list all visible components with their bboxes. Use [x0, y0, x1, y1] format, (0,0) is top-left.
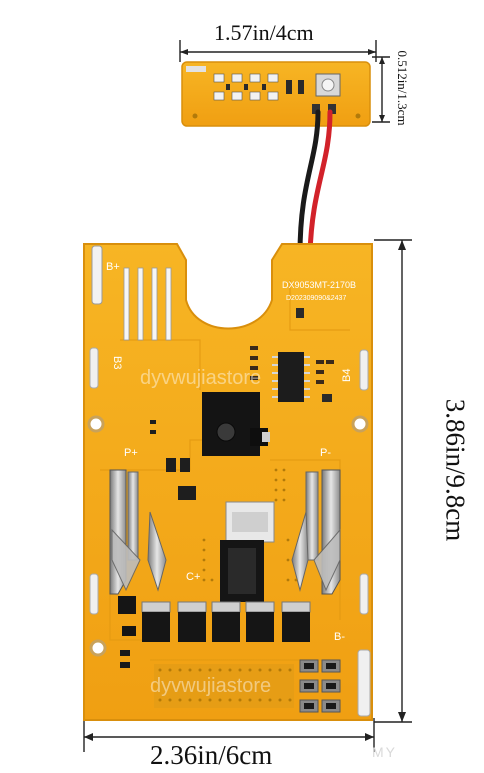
label-b4: B4	[341, 369, 353, 382]
dimension-main-height: 3.86in/9.8cm	[440, 398, 471, 542]
bottom-component-block	[120, 650, 341, 713]
label-serial: D202309090&2437	[286, 295, 346, 302]
label-p-minus: P-	[320, 447, 331, 459]
dimension-small-height: 0.512in/1.3cm	[395, 50, 410, 126]
center-connector	[220, 501, 275, 602]
label-b-minus: B-	[334, 631, 345, 643]
mosfet-row	[118, 596, 311, 642]
label-p-plus: P+	[124, 447, 138, 459]
dimension-bottom-width: 2.36in/6cm	[150, 740, 273, 770]
dimension-arrows	[84, 49, 406, 741]
dimension-lines	[83, 40, 412, 752]
indicator-board	[181, 61, 371, 127]
p-minus-terminal	[305, 469, 341, 595]
board-watermark-lower: dyvwujiastore	[150, 675, 271, 697]
label-c-plus: C+	[186, 571, 200, 583]
corner-watermark: MY	[372, 744, 397, 760]
dc-jack-icon	[202, 392, 270, 456]
main-board: B+ DX9053MT-2170B D202309090&2437 B3 B4 …	[83, 243, 373, 721]
p-plus-terminal	[109, 469, 141, 595]
connection-wires	[297, 109, 333, 257]
controller-ic	[250, 308, 334, 402]
dimension-top-width: 1.57in/4cm	[214, 20, 314, 45]
b-plus-terminal	[91, 245, 172, 341]
mounting-holes	[87, 415, 369, 657]
label-b3: B3	[111, 356, 123, 369]
board-watermark-upper: dyvwujiastore	[140, 367, 261, 389]
push-button-icon	[315, 73, 341, 97]
label-b-plus: B+	[106, 261, 120, 273]
label-model: DX9053MT-2170B	[282, 280, 356, 290]
